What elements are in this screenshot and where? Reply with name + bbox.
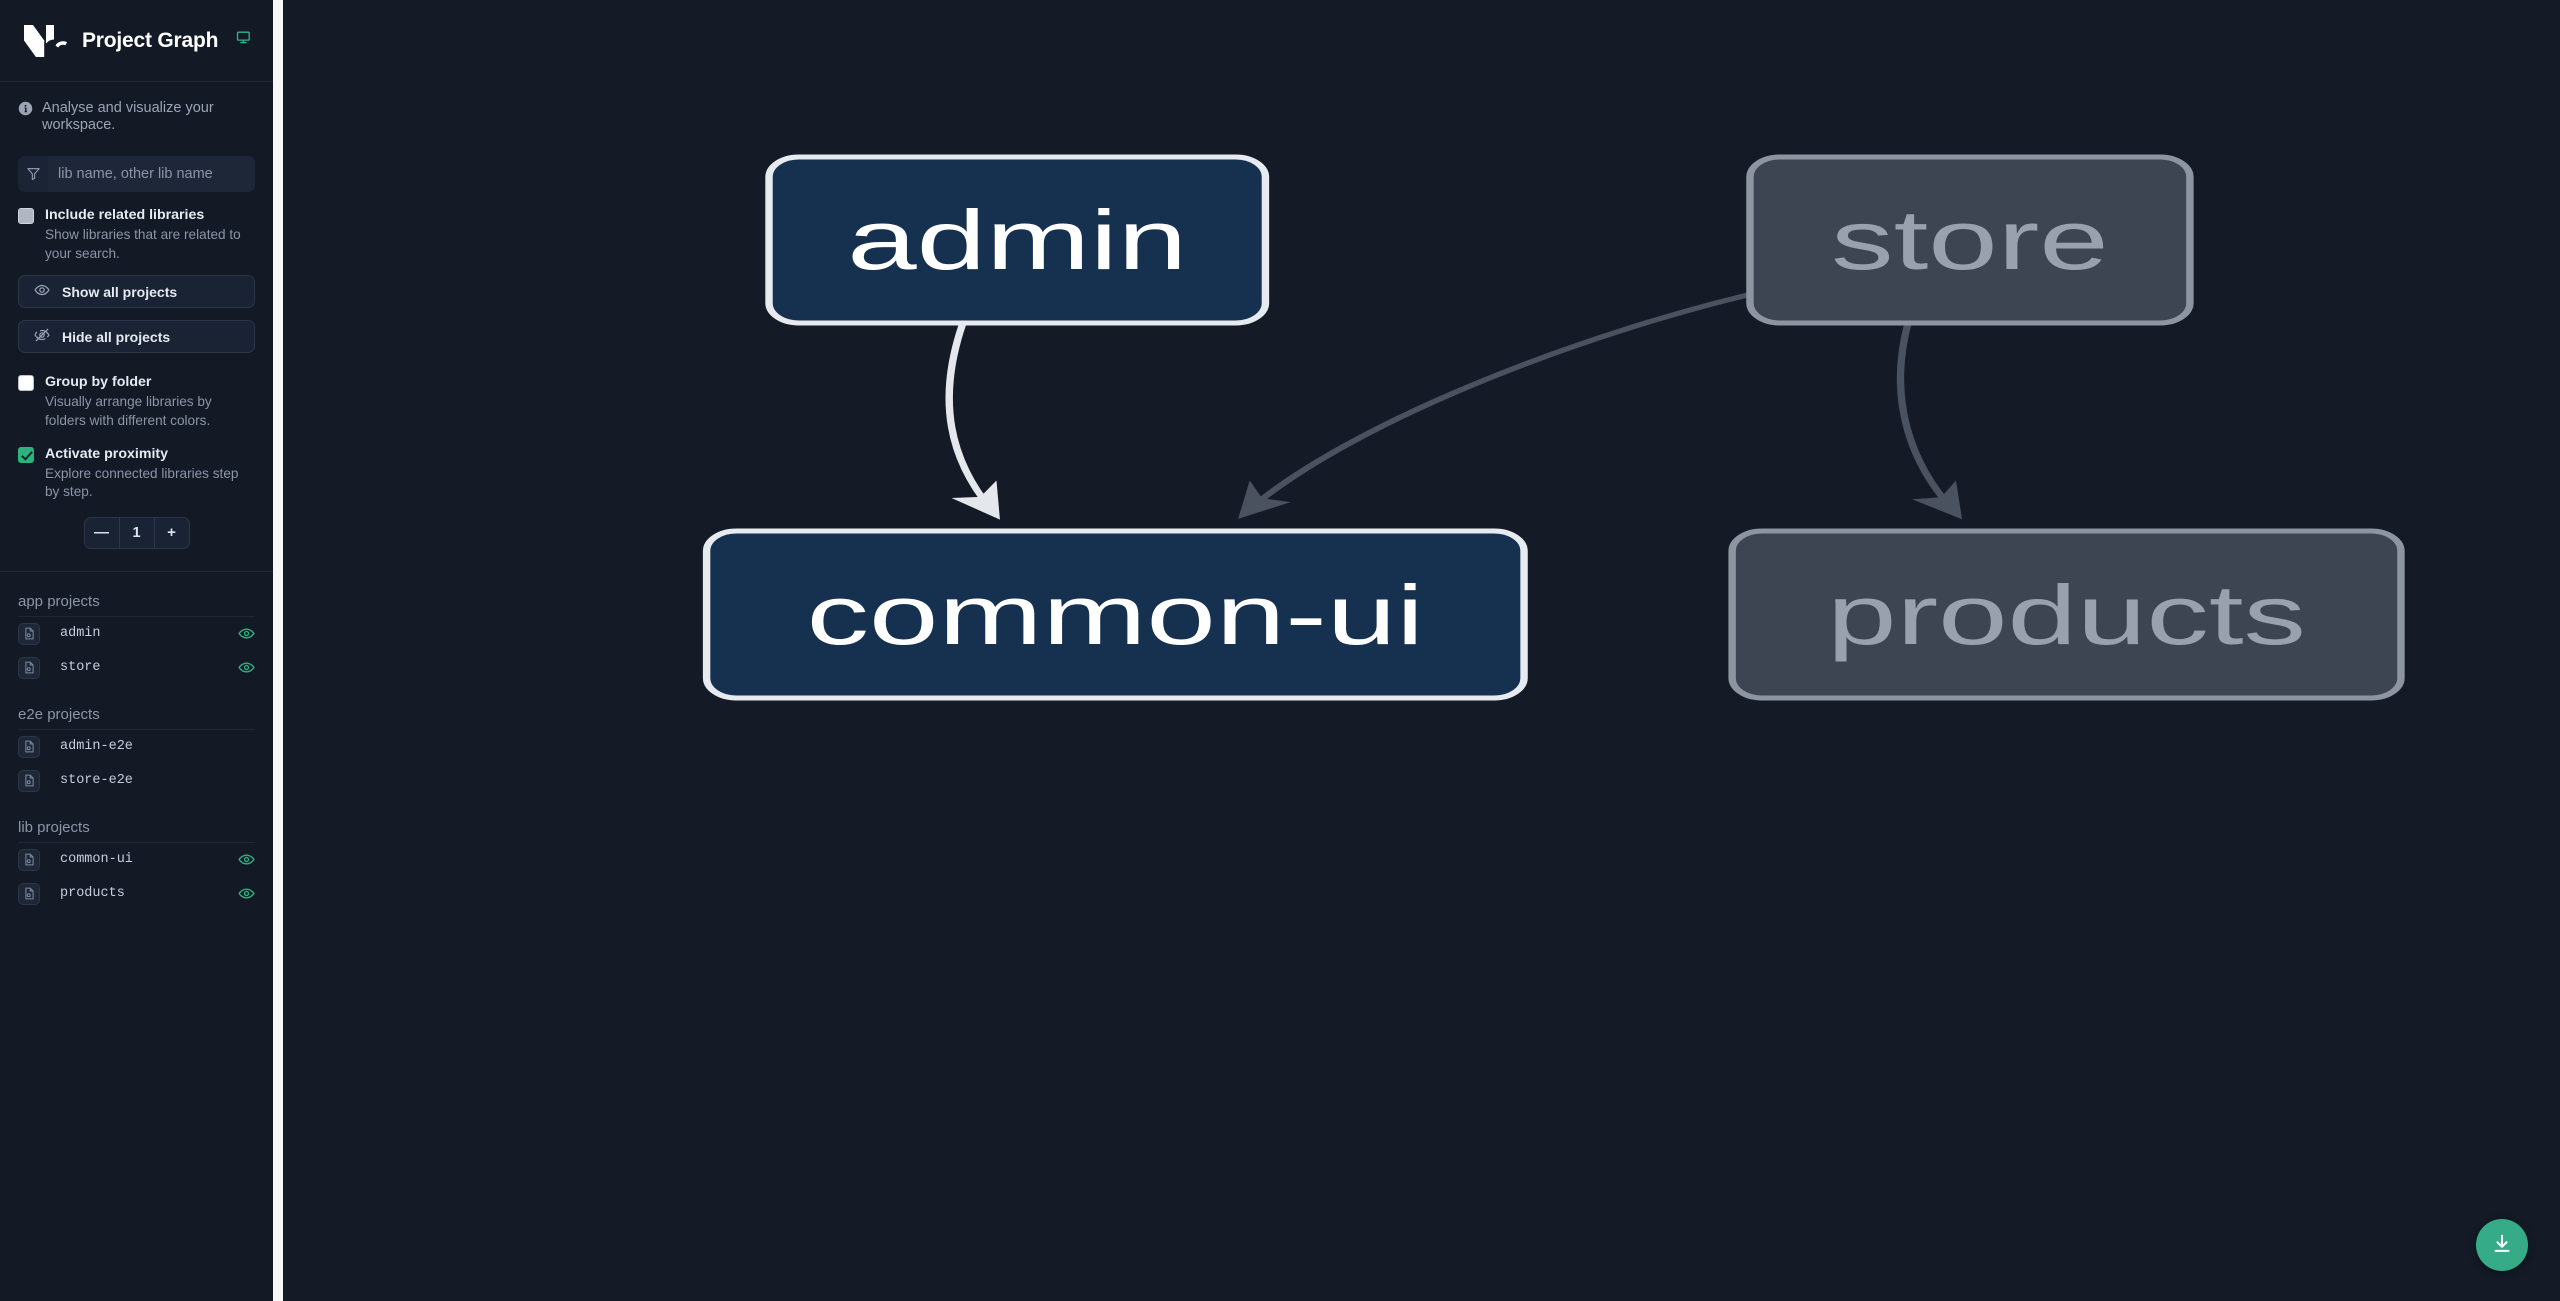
download-icon <box>2491 1233 2513 1258</box>
project-visibility-eye-icon[interactable] <box>238 885 255 902</box>
project-visibility-eye-icon[interactable] <box>238 659 255 676</box>
search-input[interactable] <box>48 155 255 192</box>
node-rect[interactable] <box>1746 154 2194 326</box>
project-group-title: e2e projects <box>18 685 255 730</box>
project-name: store <box>60 660 101 676</box>
group-by-folder-label: Group by folder <box>45 374 152 391</box>
project-row-admin[interactable]: admin <box>18 617 255 651</box>
node-rect[interactable] <box>702 528 1528 701</box>
include-related-libraries-row[interactable]: Include related libraries Show libraries… <box>18 206 255 263</box>
hide-all-projects-label: Hide all projects <box>62 328 171 345</box>
include-related-libraries-label: Include related libraries <box>45 206 205 223</box>
monitor-icon[interactable] <box>236 30 251 52</box>
eye-off-icon <box>34 327 50 346</box>
search-row <box>18 155 255 192</box>
graph-canvas[interactable]: admin store common-ui products <box>283 0 2560 1301</box>
graph-edges <box>945 287 1963 520</box>
project-row-admin-e2e[interactable]: admin-e2e <box>18 730 255 764</box>
show-all-projects-label: Show all projects <box>62 283 178 300</box>
project-file-icon <box>18 656 40 679</box>
show-all-projects-button[interactable]: Show all projects <box>18 275 255 309</box>
activate-proximity-row[interactable]: Activate proximity Explore connected lib… <box>18 445 255 502</box>
project-group-title: lib projects <box>18 798 255 843</box>
include-related-libraries-checkbox[interactable] <box>18 207 34 224</box>
project-visibility-eye-icon[interactable] <box>238 625 255 642</box>
project-visibility-eye-icon[interactable] <box>238 851 255 868</box>
hide-all-projects-button[interactable]: Hide all projects <box>18 320 255 354</box>
edge-store-to-common-ui[interactable] <box>1238 287 1771 519</box>
filter-icon <box>18 156 48 192</box>
graph-node-store[interactable]: store <box>1746 154 2194 326</box>
project-file-icon <box>18 848 40 871</box>
tagline-text: Analyse and visualize your workspace. <box>42 100 214 134</box>
info-icon <box>18 101 33 116</box>
proximity-value: 1 <box>118 517 155 548</box>
project-group-e2e: e2e projects admin-e2e store-e2e <box>0 685 273 798</box>
sidebar-resize-handle[interactable] <box>273 0 283 1301</box>
nx-logo-icon <box>22 19 68 63</box>
sidebar-divider <box>0 570 273 572</box>
node-label: store <box>1831 193 2109 287</box>
project-file-icon <box>18 769 40 792</box>
group-by-folder-row[interactable]: Group by folder Visually arrange librari… <box>18 373 255 430</box>
include-related-libraries-desc: Show libraries that are related to your … <box>45 226 241 261</box>
project-file-icon <box>18 882 40 905</box>
proximity-increment-button[interactable]: + <box>167 524 176 542</box>
graph-node-admin[interactable]: admin <box>765 154 1270 326</box>
project-row-common-ui[interactable]: common-ui <box>18 843 255 877</box>
node-label: common-ui <box>807 568 1424 662</box>
project-graph-svg: admin store common-ui products <box>702 154 2405 701</box>
activate-proximity-desc: Explore connected libraries step by step… <box>45 465 239 500</box>
graph-node-common-ui[interactable]: common-ui <box>702 528 1528 701</box>
project-name: admin-e2e <box>60 739 133 755</box>
node-rect[interactable] <box>765 154 1270 326</box>
eye-icon <box>34 282 50 301</box>
sidebar-controls: Include related libraries Show libraries… <box>0 135 273 549</box>
node-label: admin <box>847 193 1187 287</box>
project-name: products <box>60 886 125 902</box>
graph-node-products[interactable]: products <box>1728 528 2405 701</box>
edge-admin-to-common-ui[interactable] <box>945 324 1000 520</box>
download-graph-button[interactable] <box>2476 1219 2528 1271</box>
proximity-decrement-button[interactable]: — <box>94 524 109 542</box>
node-label: products <box>1827 568 2306 662</box>
activate-proximity-checkbox[interactable] <box>18 446 34 463</box>
project-name: admin <box>60 626 101 642</box>
project-name: common-ui <box>60 852 133 868</box>
sidebar-header: Project Graph <box>0 0 273 82</box>
project-row-store[interactable]: store <box>18 651 255 685</box>
project-row-store-e2e[interactable]: store-e2e <box>18 764 255 798</box>
project-group-lib: lib projects common-ui <box>0 798 273 911</box>
tagline: Analyse and visualize your workspace. <box>0 82 273 135</box>
project-file-icon <box>18 622 40 645</box>
project-group-title: app projects <box>18 572 255 617</box>
proximity-stepper: — 1 + <box>83 516 190 549</box>
activate-proximity-label: Activate proximity <box>45 445 168 462</box>
project-name: store-e2e <box>60 773 133 789</box>
node-rect[interactable] <box>1728 528 2405 701</box>
project-file-icon <box>18 735 40 758</box>
group-by-folder-checkbox[interactable] <box>18 375 34 392</box>
project-group-app: app projects admin <box>0 572 273 685</box>
group-by-folder-desc: Visually arrange libraries by folders wi… <box>45 394 212 428</box>
page-title: Project Graph <box>82 28 219 52</box>
project-row-products[interactable]: products <box>18 877 255 911</box>
sidebar: Project Graph Analyse and visualize your… <box>0 0 273 1301</box>
edge-store-to-products[interactable] <box>1896 324 1963 520</box>
